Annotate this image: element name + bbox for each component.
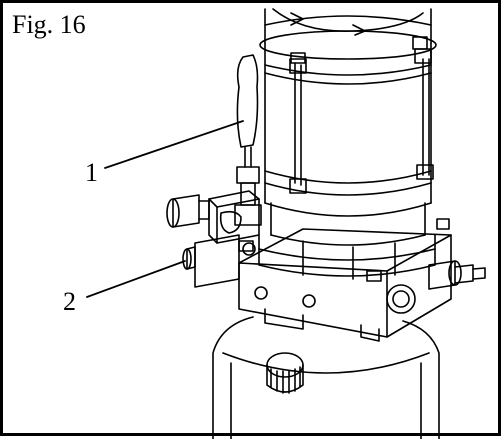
callout-number-2: 2 [63, 287, 76, 316]
figure-label: Fig. 16 [12, 10, 86, 39]
outlet-fitting [428, 260, 486, 290]
oil-reservoir [212, 316, 440, 439]
valve-block [238, 218, 452, 342]
release-lever [234, 54, 262, 226]
callout-number-1: 1 [85, 158, 98, 187]
motor-body [264, 42, 434, 246]
leader-line-1 [104, 120, 244, 169]
leader-line-2 [86, 260, 186, 298]
motor-flange [258, 234, 436, 280]
motor-top [259, 8, 437, 64]
solenoid-valve [166, 190, 260, 288]
pump-assembly-drawing [86, 8, 486, 439]
filler-cap [266, 352, 304, 394]
